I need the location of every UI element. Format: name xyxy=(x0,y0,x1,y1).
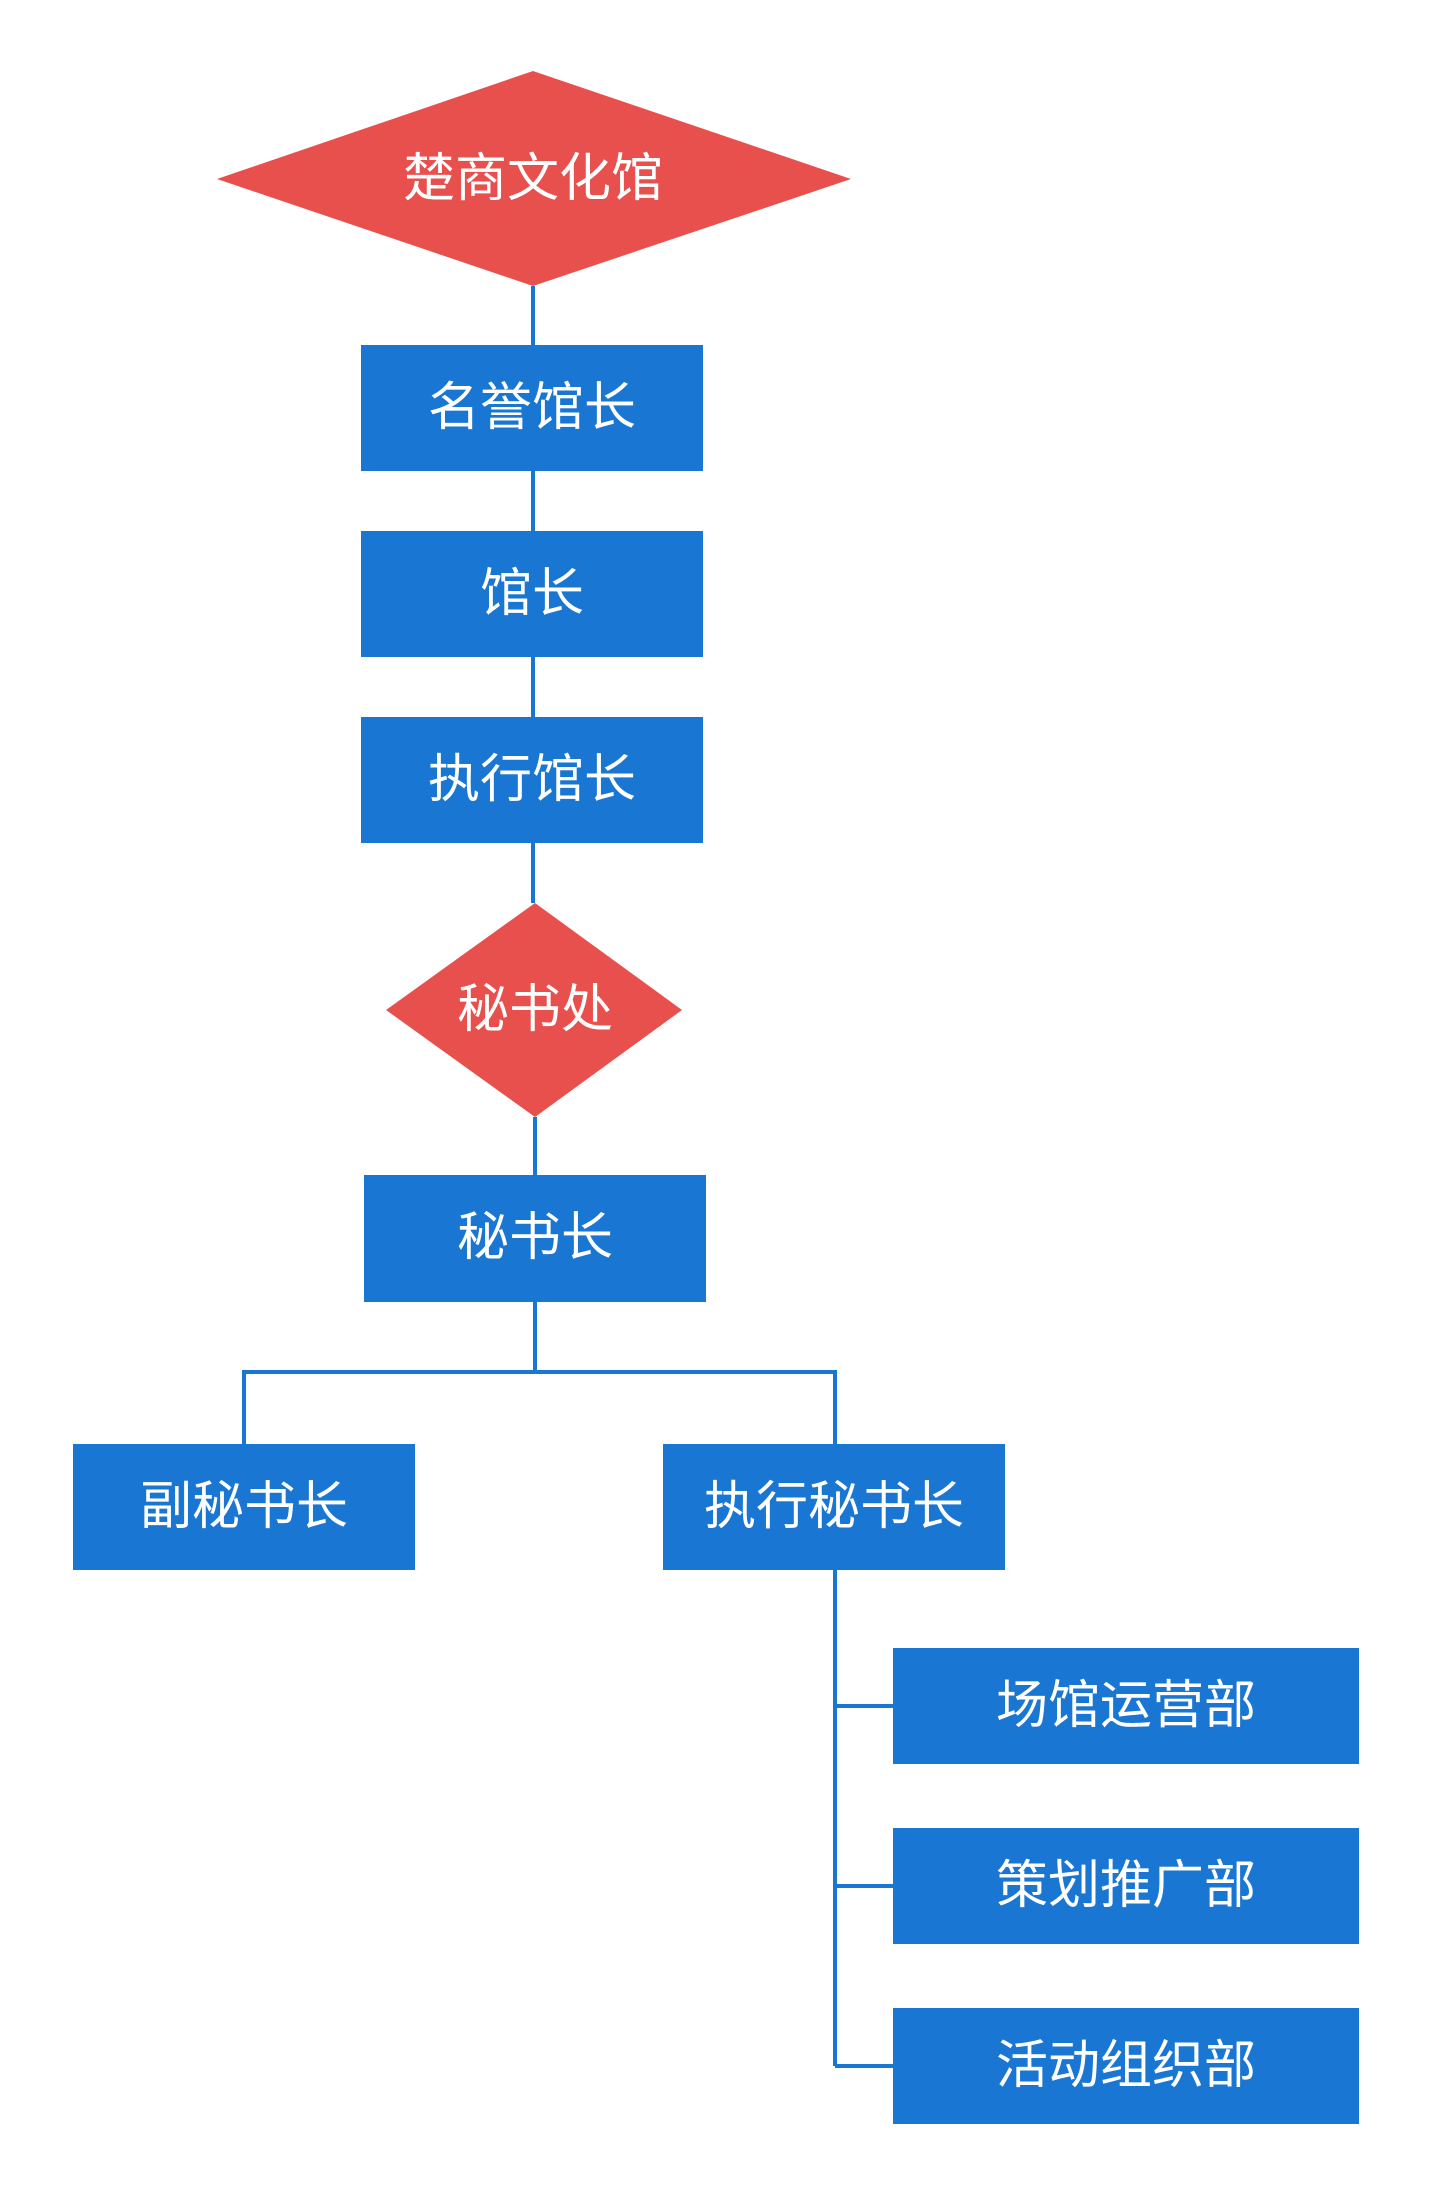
event-organization-node: 活动组织部 xyxy=(893,2008,1359,2124)
root-diamond-shape xyxy=(217,71,851,286)
executive-curator-box xyxy=(361,717,703,843)
honorary-curator-label: 名誉馆长 xyxy=(428,378,636,438)
venue-operations-label: 场馆运营部 xyxy=(996,1676,1256,1736)
planning-promotion-node: 策划推广部 xyxy=(893,1828,1359,1944)
honorary-curator-node: 名誉馆长 xyxy=(361,345,703,471)
secretary-general-node: 秘书长 xyxy=(364,1175,706,1302)
secretariat-diamond-shape xyxy=(386,903,682,1117)
curator-label: 馆长 xyxy=(480,564,584,624)
executive-curator-label: 执行馆长 xyxy=(428,750,636,810)
secretariat-label: 秘书处 xyxy=(457,980,613,1040)
secretary-general-box xyxy=(364,1175,706,1302)
executive-secretary-general-box xyxy=(663,1444,1005,1570)
root-label: 楚商文化馆 xyxy=(403,149,663,209)
curator-node: 馆长 xyxy=(361,531,703,657)
connectors xyxy=(242,286,893,2068)
deputy-secretary-general-box xyxy=(73,1444,415,1570)
deputy-secretary-general-label: 副秘书长 xyxy=(140,1477,348,1537)
executive-secretary-general-node: 执行秘书长 xyxy=(663,1444,1005,1570)
honorary-curator-box xyxy=(361,345,703,471)
planning-promotion-label: 策划推广部 xyxy=(996,1856,1256,1916)
executive-curator-node: 执行馆长 xyxy=(361,717,703,843)
venue-operations-box xyxy=(893,1648,1359,1764)
deputy-secretary-general-node: 副秘书长 xyxy=(73,1444,415,1570)
event-organization-label: 活动组织部 xyxy=(996,2036,1256,2096)
planning-promotion-box xyxy=(893,1828,1359,1944)
event-organization-box xyxy=(893,2008,1359,2124)
curator-box xyxy=(361,531,703,657)
executive-secretary-general-label: 执行秘书长 xyxy=(704,1477,964,1537)
secretariat-node: 秘书处 xyxy=(386,903,682,1117)
secretary-general-label: 秘书长 xyxy=(457,1208,613,1268)
venue-operations-node: 场馆运营部 xyxy=(893,1648,1359,1764)
root-node: 楚商文化馆 xyxy=(217,71,851,286)
connector-branch-horizontal xyxy=(242,1370,837,1444)
